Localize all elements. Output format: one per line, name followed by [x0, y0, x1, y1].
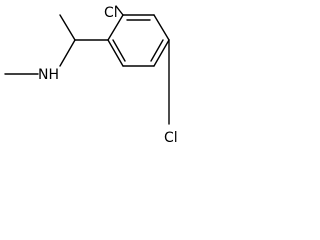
- bond-chiral-carbon-to-methyl: [59, 14, 76, 41]
- ring-inner-bond-c4-c5: [150, 39, 164, 62]
- ring-bond-c6-c1: [107, 39, 124, 67]
- atom-label-cl-bottom: Cl: [164, 130, 178, 146]
- atom-label-cl-top: Cl: [104, 5, 118, 21]
- ring-bond-c3-c4: [153, 14, 170, 41]
- structure-diagram: Cl Cl NH: [0, 0, 193, 155]
- chemical-structure: Cl Cl NH: [4, 5, 178, 146]
- atom-label-amine: NH: [38, 67, 59, 83]
- bond-chiral-carbon-to-nitrogen: [59, 39, 76, 67]
- ring-bond-c4-c5: [153, 39, 170, 67]
- ring-inner-bond-c6-c1: [112, 39, 126, 62]
- bond-ring-to-cl-top: [115, 5, 124, 16]
- ring-bond-c1-c2: [107, 14, 124, 41]
